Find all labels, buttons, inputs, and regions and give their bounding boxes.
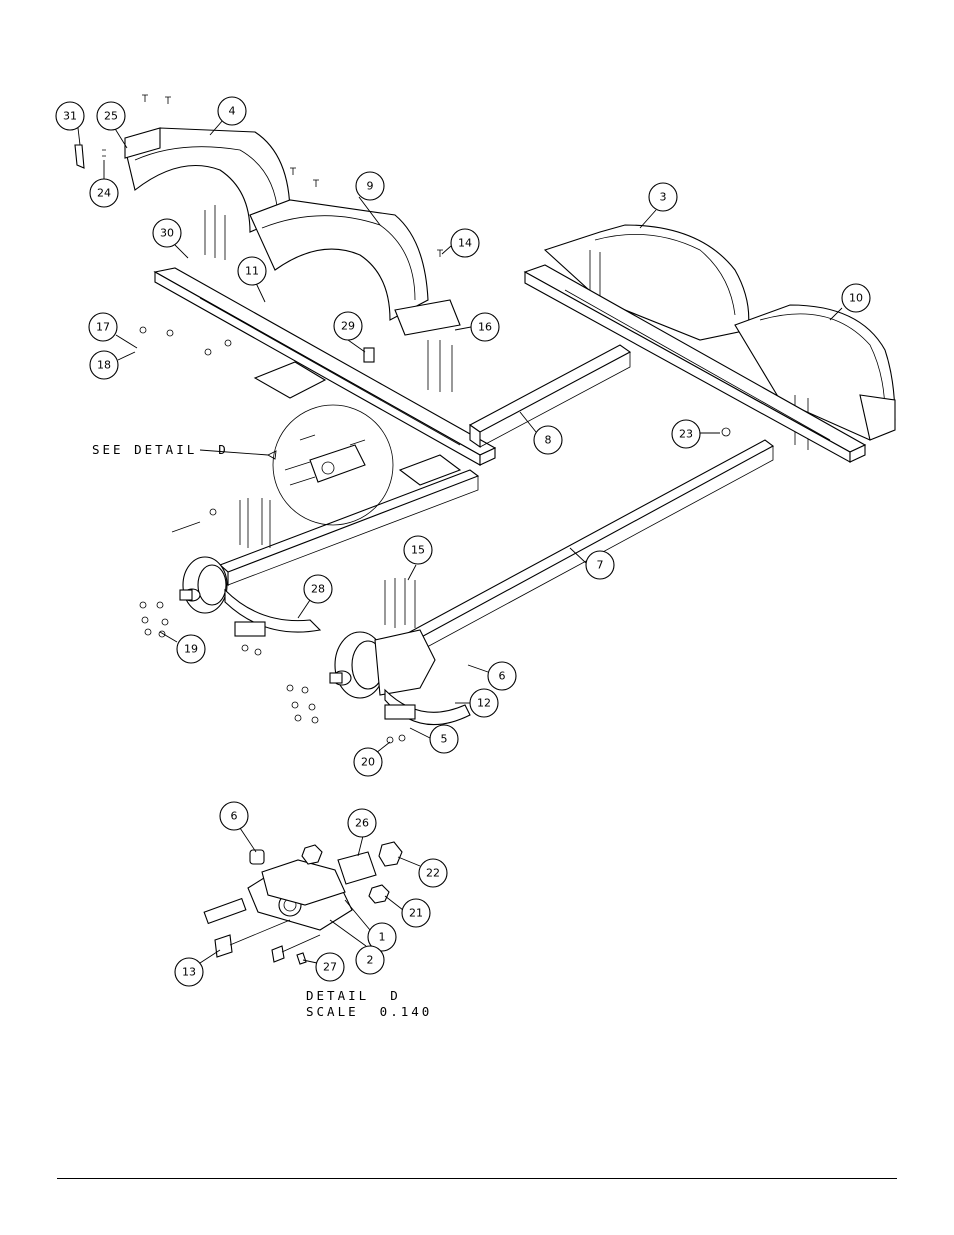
svg-text:11: 11 — [245, 265, 259, 278]
callout-29: 29 — [333, 311, 363, 341]
callout-9: 9 — [355, 171, 385, 201]
callout-17: 17 — [88, 312, 118, 342]
fender-right-rear — [734, 304, 896, 450]
svg-text:27: 27 — [323, 961, 337, 974]
fender-left-front — [124, 127, 291, 260]
callout-22: 22 — [418, 858, 448, 888]
svg-text:9: 9 — [367, 180, 374, 193]
svg-text:8: 8 — [545, 434, 552, 447]
svg-text:22: 22 — [426, 867, 440, 880]
detail-d-circle — [272, 404, 394, 526]
svg-text:29: 29 — [341, 320, 355, 333]
callout-6-detail: 6 — [219, 801, 249, 831]
callout-8: 8 — [533, 425, 563, 455]
svg-text:18: 18 — [97, 359, 111, 372]
rear-hub — [329, 629, 436, 699]
callout-2: 2 — [355, 945, 385, 975]
callout-30: 30 — [152, 218, 182, 248]
callout-19: 19 — [176, 634, 206, 664]
callout-15: 15 — [403, 535, 433, 565]
svg-text:19: 19 — [184, 643, 198, 656]
callout-4: 4 — [217, 96, 247, 126]
callout-6-main: 6 — [487, 661, 517, 691]
svg-text:7: 7 — [597, 559, 604, 572]
callout-31: 31 — [55, 101, 85, 131]
detail-scale: SCALE 0.140 — [306, 1004, 432, 1019]
svg-text:15: 15 — [411, 544, 425, 557]
callout-23: 23 — [671, 419, 701, 449]
svg-text:4: 4 — [229, 105, 236, 118]
svg-text:1: 1 — [379, 931, 386, 944]
callout-21: 21 — [401, 898, 431, 928]
left-side-rail — [153, 267, 497, 486]
svg-text:31: 31 — [63, 110, 77, 123]
callout-7: 7 — [585, 550, 615, 580]
callout-5: 5 — [429, 724, 459, 754]
svg-text:10: 10 — [849, 292, 863, 305]
footer-rule — [57, 1178, 897, 1179]
fender-left-rear — [249, 199, 461, 392]
callout-13: 13 — [174, 957, 204, 987]
callout-24: 24 — [89, 178, 119, 208]
front-axle — [218, 469, 480, 587]
svg-text:3: 3 — [660, 191, 667, 204]
svg-text:14: 14 — [458, 237, 472, 250]
svg-text:13: 13 — [182, 966, 196, 979]
callout-10: 10 — [841, 283, 871, 313]
svg-text:26: 26 — [355, 817, 369, 830]
callout-25: 25 — [96, 101, 126, 131]
svg-text:12: 12 — [477, 697, 491, 710]
svg-text:25: 25 — [104, 110, 118, 123]
detail-title: DETAIL D — [306, 988, 401, 1003]
callout-20: 20 — [353, 747, 383, 777]
svg-text:30: 30 — [160, 227, 174, 240]
callout-12: 12 — [469, 688, 499, 718]
callout-18: 18 — [89, 350, 119, 380]
front-leaf-spring — [224, 588, 322, 637]
hardware-nuts — [74, 94, 731, 744]
cross-tube — [468, 344, 632, 449]
svg-text:24: 24 — [97, 187, 111, 200]
svg-text:5: 5 — [441, 733, 448, 746]
callout-3: 3 — [648, 182, 678, 212]
svg-text:20: 20 — [361, 756, 375, 769]
callout-26: 26 — [347, 808, 377, 838]
see-detail-note: SEE DETAIL D — [92, 442, 229, 457]
callout-11: 11 — [237, 256, 267, 286]
leader-lines — [77, 119, 843, 964]
svg-text:6: 6 — [231, 810, 238, 823]
svg-text:2: 2 — [367, 954, 374, 967]
u-bolts — [239, 498, 416, 628]
svg-text:21: 21 — [409, 907, 423, 920]
callout-14: 14 — [450, 228, 480, 258]
detail-d-parts — [203, 841, 403, 965]
svg-text:23: 23 — [679, 428, 693, 441]
callout-16: 16 — [470, 312, 500, 342]
callout-1: 1 — [367, 922, 397, 952]
svg-text:28: 28 — [311, 583, 325, 596]
right-side-rail — [523, 264, 867, 463]
callout-28: 28 — [303, 574, 333, 604]
front-hub — [179, 556, 228, 614]
svg-text:16: 16 — [478, 321, 492, 334]
callout-27: 27 — [315, 952, 345, 982]
svg-text:17: 17 — [96, 321, 110, 334]
rear-leaf-spring — [384, 688, 471, 726]
svg-text:6: 6 — [499, 670, 506, 683]
